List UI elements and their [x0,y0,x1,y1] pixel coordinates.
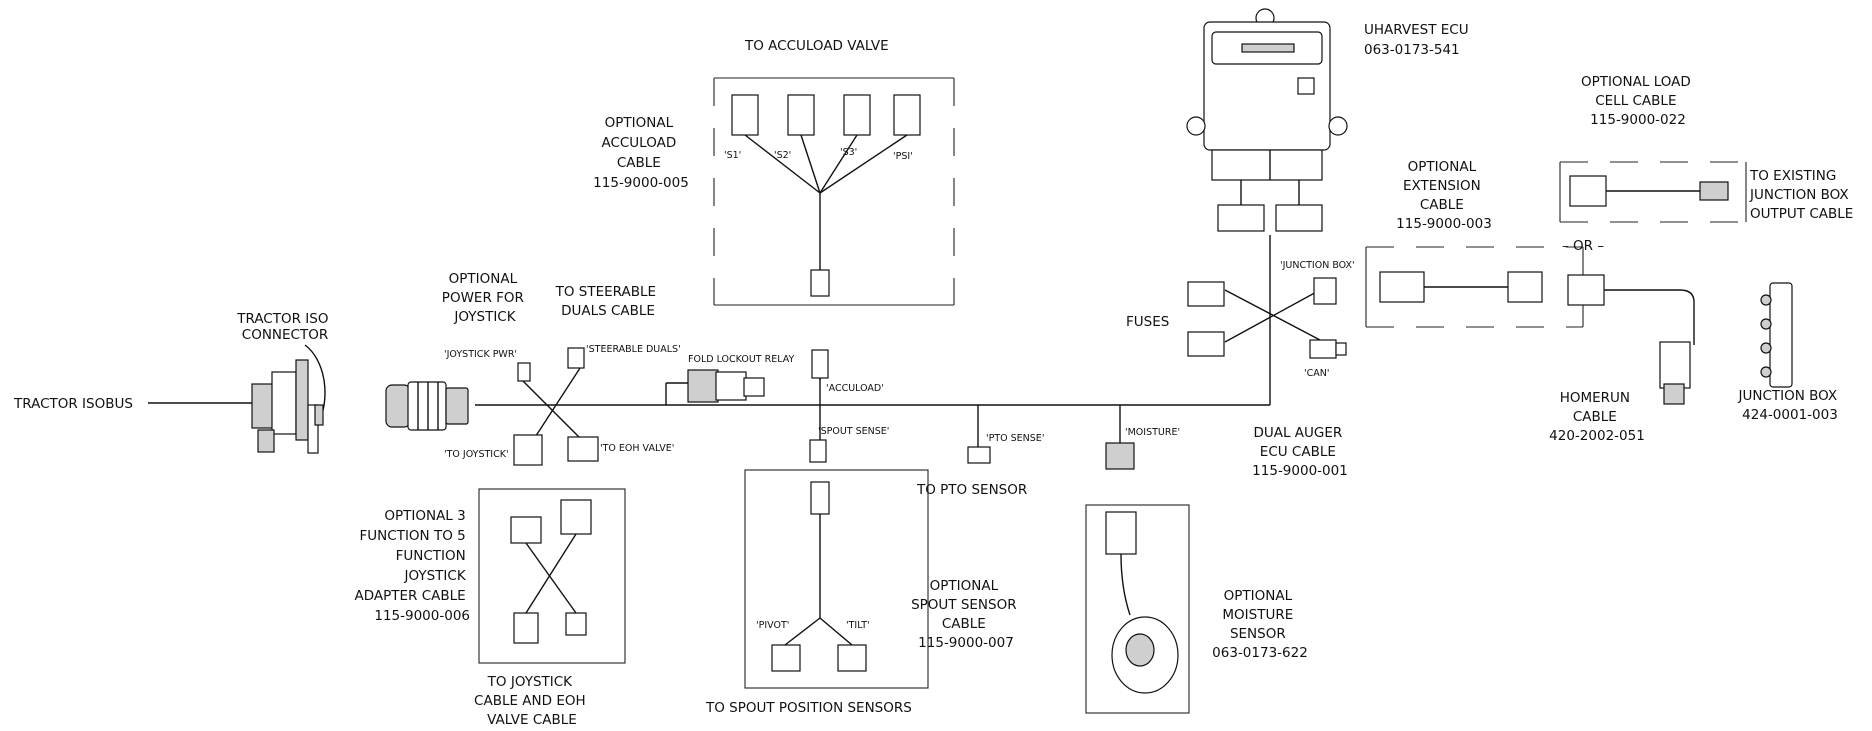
to-joystick-cable-label: TO JOYSTICK CABLE AND EOH VALVE CABLE [474,674,590,728]
pto-sense-tag: 'PTO SENSE' [986,433,1044,444]
optional-accuload-cable-label: OPTIONAL ACCULOAD CABLE 115-9000-005 [593,115,689,191]
pivot-tag: 'PIVOT' [756,620,789,631]
to-pto-sensor-label: TO PTO SENSOR [916,482,1027,498]
accuload-cable-group: TO ACCULOAD VALVE OPTIONAL ACCULOAD CABL… [593,38,955,306]
dual-auger-ecu-cable-label: DUAL AUGER ECU CABLE 115-9000-001 [1252,425,1348,479]
to-accuload-valve-label: TO ACCULOAD VALVE [744,38,889,54]
to-spout-position-sensors-label: TO SPOUT POSITION SENSORS [705,700,912,716]
junction-box-group: JUNCTION BOX 424-0001-003 [1738,282,1842,423]
optional-extension-cable-label: OPTIONAL EXTENSION CABLE 115-9000-003 [1396,159,1492,232]
homerun-cable-group: HOMERUN CABLE 420-2002-051 [1549,274,1695,444]
joystick-pwr-tag: 'JOYSTICK PWR' [444,349,517,360]
to-joystick-tag: 'TO JOYSTICK' [444,449,509,460]
to-steerable-duals-label: TO STEERABLE DUALS CABLE [555,284,661,319]
tilt-tag: 'TILT' [846,620,870,631]
steerable-duals-tag: 'STEERABLE DUALS' [586,344,681,355]
tractor-iso-connector: TRACTOR ISOBUS TRACTOR ISO CONNECTOR [13,311,333,454]
to-eoh-valve-tag: 'TO EOH VALVE' [600,443,674,454]
moisture-sensor-group: OPTIONAL MOISTURE SENSOR 063-0173-622 [1085,504,1308,714]
fuses-group: FUSES 'JUNCTION BOX' 'CAN' [1126,260,1355,379]
spout-sense-tag: 'SPOUT SENSE' [818,426,889,437]
uharvest-ecu: UHARVEST ECU 063-0173-541 [1186,8,1473,232]
or-label: – OR – [1562,238,1604,254]
s2-tag: 'S2' [774,150,791,161]
fold-lockout-relay: FOLD LOCKOUT RELAY [687,354,794,403]
joystick-branch: OPTIONAL POWER FOR JOYSTICK TO STEERABLE… [442,271,681,466]
optional-3-to-5-label: OPTIONAL 3 FUNCTION TO 5 FUNCTION JOYSTI… [355,508,471,624]
optional-load-cell-cable-label: OPTIONAL LOAD CELL CABLE 115-9000-022 [1581,74,1695,128]
joystick-adapter-group: OPTIONAL 3 FUNCTION TO 5 FUNCTION JOYSTI… [355,488,626,728]
uharvest-ecu-label: UHARVEST ECU 063-0173-541 [1364,22,1473,58]
harness-drops: 'SPOUT SENSE' 'PTO SENSE' TO PTO SENSOR … [809,426,1180,498]
can-tag: 'CAN' [1304,368,1329,379]
s3-tag: 'S3' [840,147,857,158]
junction-box-label: JUNCTION BOX 424-0001-003 [1738,388,1842,423]
moisture-tag: 'MOISTURE' [1125,427,1180,438]
extension-cable-group: OPTIONAL EXTENSION CABLE 115-9000-003 [1365,159,1584,328]
accuload-tag: 'ACCULOAD' [826,383,884,394]
homerun-cable-label: HOMERUN CABLE 420-2002-051 [1549,390,1645,444]
optional-power-joystick-label: OPTIONAL POWER FOR JOYSTICK [442,271,528,325]
to-existing-junction-box-label: TO EXISTING JUNCTION BOX OUTPUT CABLE [1749,168,1853,222]
tractor-iso-connector-label: TRACTOR ISO CONNECTOR [236,311,333,343]
optional-spout-sensor-cable-label: OPTIONAL SPOUT SENSOR CABLE 115-9000-007 [911,578,1021,651]
fuses-label: FUSES [1126,314,1169,330]
accuload-harness-connector: 'ACCULOAD' [811,349,884,394]
optional-moisture-sensor-label: OPTIONAL MOISTURE SENSOR 063-0173-622 [1212,588,1308,661]
s1-tag: 'S1' [724,150,741,161]
main-harness [148,235,1321,447]
fold-lockout-relay-label: FOLD LOCKOUT RELAY [688,354,794,365]
load-cell-cable-group: OPTIONAL LOAD CELL CABLE 115-9000-022 TO… [1559,74,1853,254]
psi-tag: 'PSI' [893,151,913,162]
main-round-connector [385,381,469,431]
spout-sensor-group: 'PIVOT' 'TILT' TO SPOUT POSITION SENSORS… [705,469,1021,716]
tractor-isobus-label: TRACTOR ISOBUS [13,396,133,412]
junction-box-tag: 'JUNCTION BOX' [1280,260,1355,271]
